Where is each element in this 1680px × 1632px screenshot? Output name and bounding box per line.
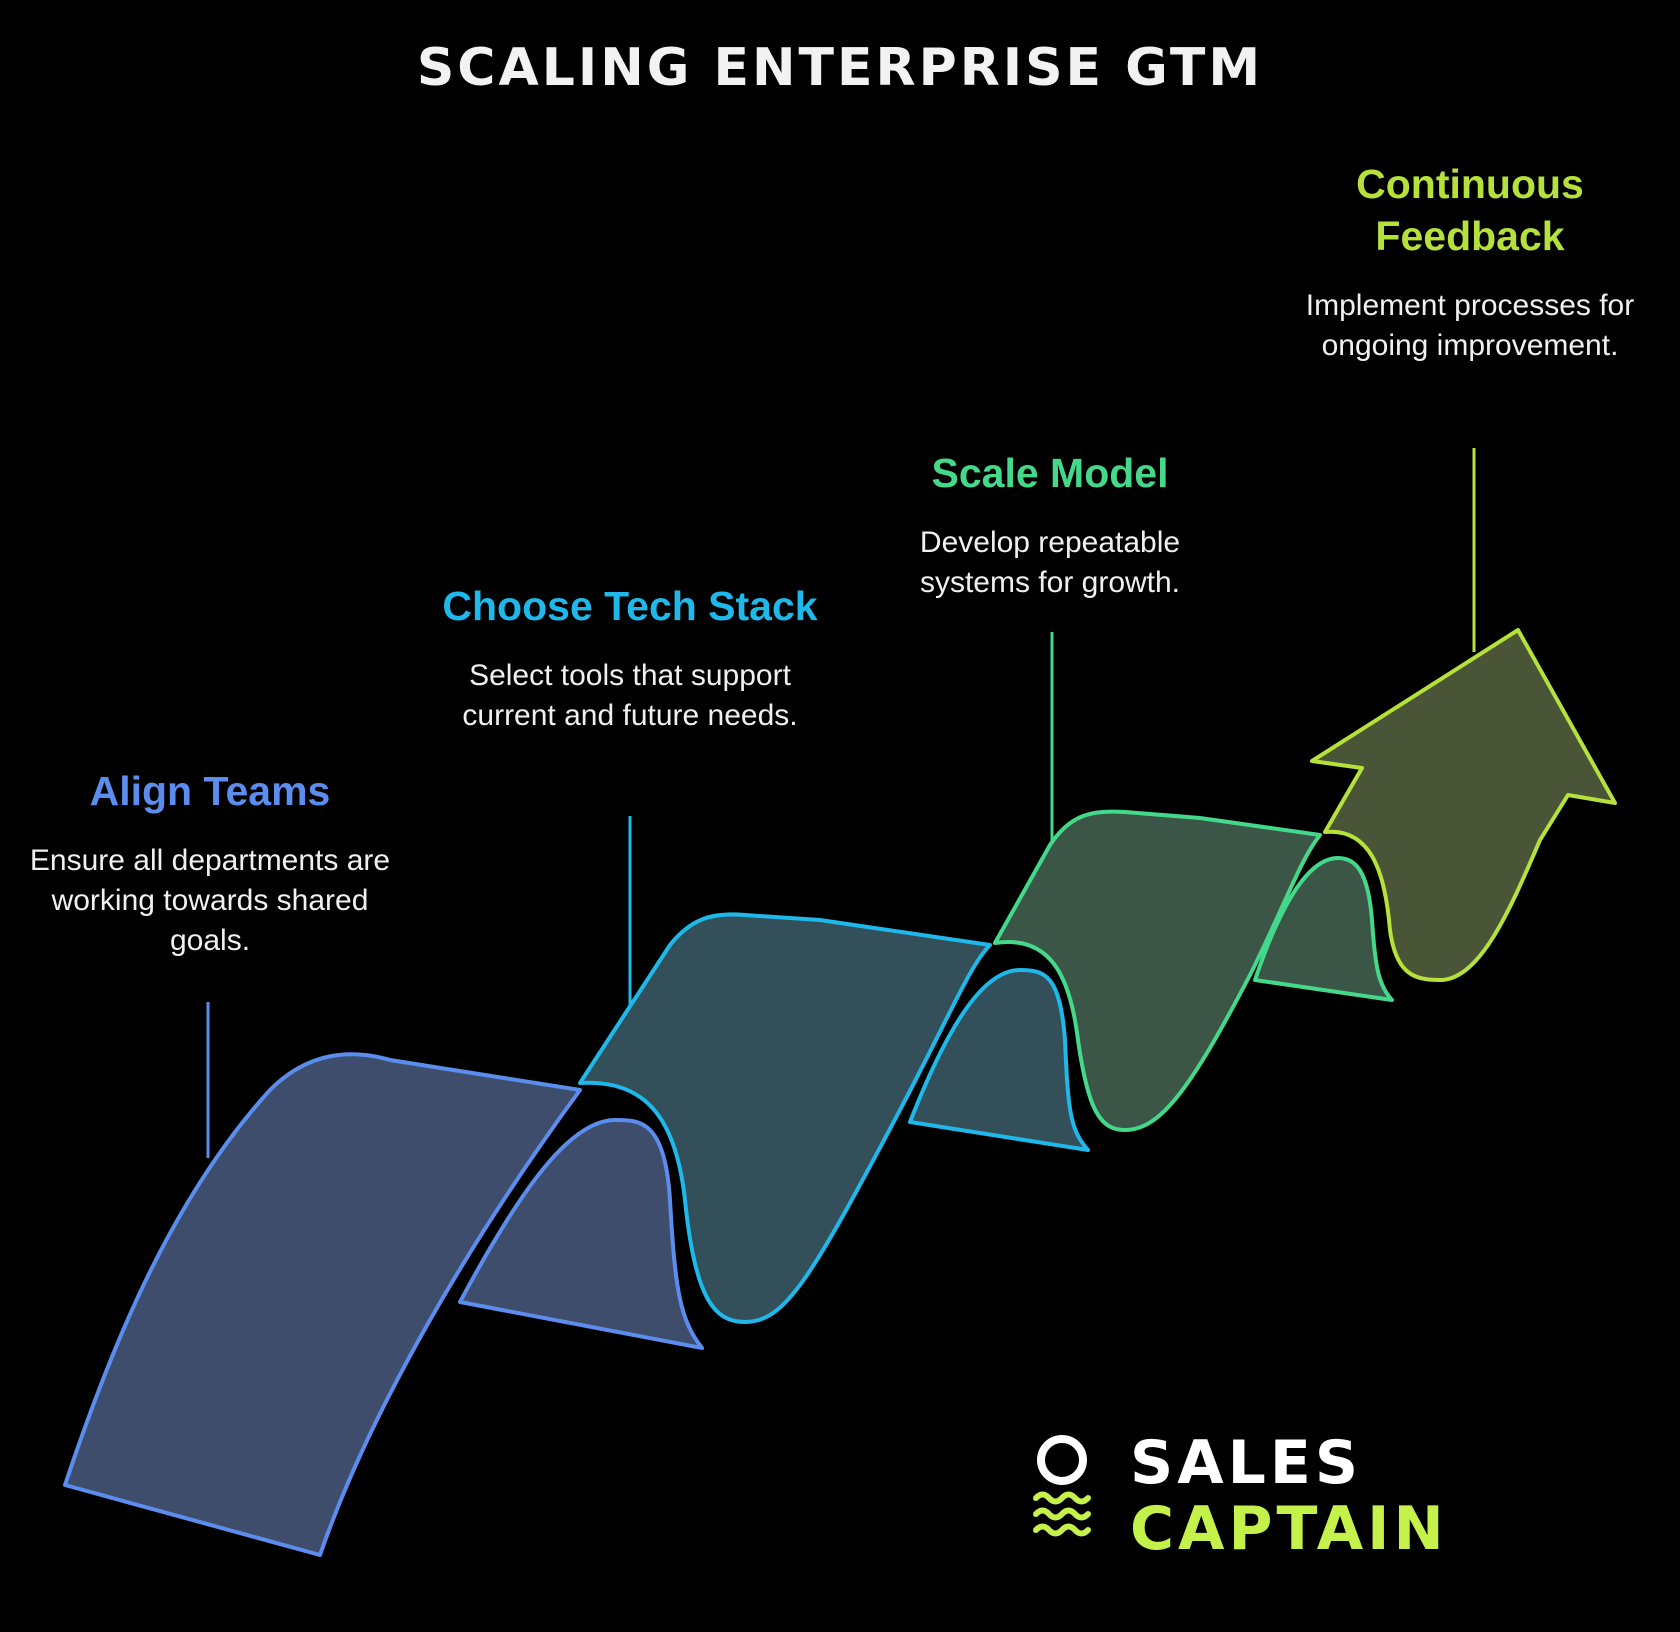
step-title: Choose Tech Stack [430,580,830,632]
step-scale-model: Scale Model Develop repeatable systems f… [870,447,1230,603]
step-description: Select tools that support current and fu… [430,656,830,736]
step-description: Develop repeatable systems for growth. [870,523,1230,603]
step-title: Align Teams [20,765,400,817]
captain-wave-icon [1030,1430,1110,1560]
step-continuous-feedback: Continuous Feedback Implement processes … [1290,158,1650,366]
step-title: Scale Model [870,447,1230,499]
logo-wordmark: SALES CAPTAIN [1130,1430,1448,1562]
sales-captain-logo: SALES CAPTAIN [1030,1430,1590,1560]
step-choose-tech-stack: Choose Tech Stack Select tools that supp… [430,580,830,736]
logo-line-sales: SALES [1130,1430,1448,1496]
diagram-title: SCALING ENTERPRISE GTM [0,38,1680,98]
step-description: Implement processes for ongoing improvem… [1290,286,1650,366]
step-align-teams: Align Teams Ensure all departments are w… [20,765,400,961]
step-description: Ensure all departments are working towar… [20,841,400,961]
logo-line-captain: CAPTAIN [1130,1496,1448,1562]
step-title: Continuous Feedback [1290,158,1650,262]
